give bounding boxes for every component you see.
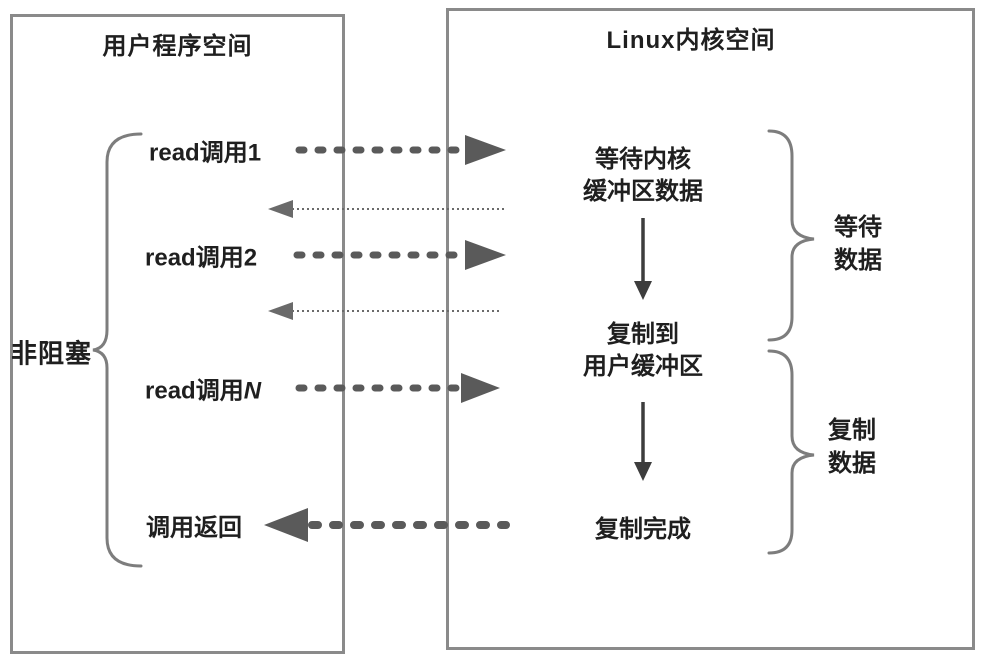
read-call-2-label: read调用2 (145, 244, 258, 272)
call-return-label: 调用返回 (146, 514, 242, 542)
user-space-title: 用户程序空间 (102, 33, 253, 60)
read-call-n-prefix: read调用 (145, 377, 244, 405)
step-copy-complete: 复制完成 (595, 516, 691, 543)
wait-data-brace-label: 等待 数据 (834, 214, 882, 274)
kernel-space-title: Linux内核空间 (606, 27, 776, 54)
nonblocking-label: 非阻塞 (11, 338, 93, 369)
copy-data-brace-label: 复制 数据 (828, 417, 876, 477)
read-call-1-label: read调用1 (149, 139, 262, 167)
step-wait-kernel-buffer: 等待内核 缓冲区数据 (583, 146, 703, 205)
read-call-n-suffix: N (243, 377, 262, 405)
kernel-space-box (446, 8, 975, 650)
step-copy-to-user-buffer: 复制到 用户缓冲区 (583, 321, 703, 380)
user-space-box (10, 14, 345, 654)
read-call-n-label: read调用N (145, 371, 261, 406)
